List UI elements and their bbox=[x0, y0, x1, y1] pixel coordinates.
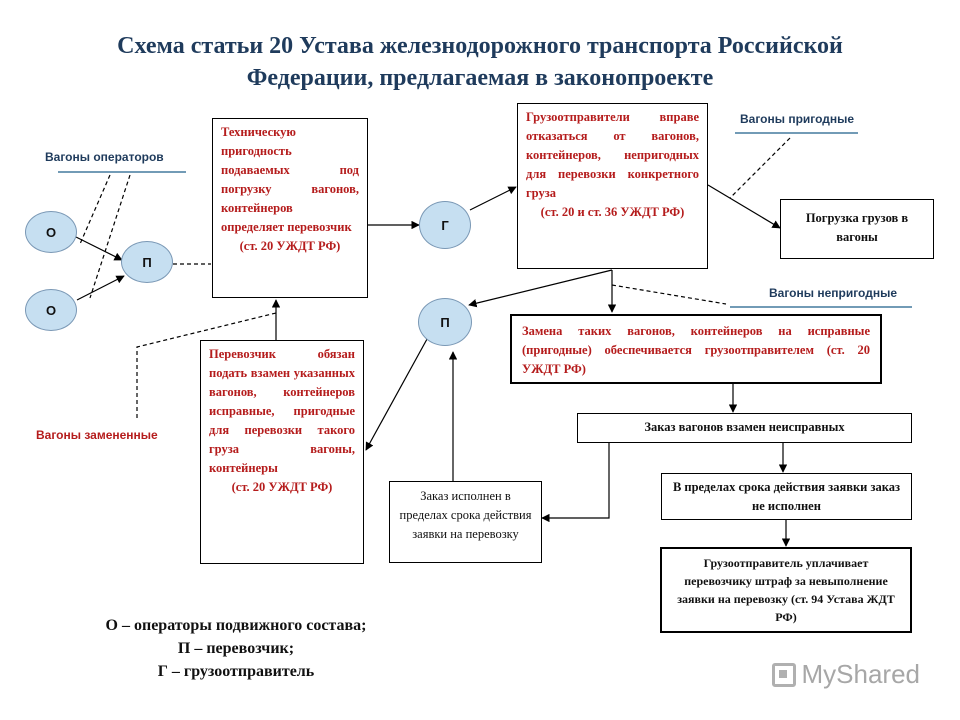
dash-suitable-to-loading bbox=[729, 137, 791, 199]
label-wagons-suitable: Вагоны пригодные bbox=[740, 112, 855, 126]
arrow-refuse-to-loading bbox=[707, 184, 781, 229]
box-technical-fitness-ref: (ст. 20 УЖДТ РФ) bbox=[239, 239, 341, 253]
box-loading-cargo: Погрузка грузов в вагоны bbox=[780, 199, 934, 259]
arrow-o2-to-p bbox=[76, 275, 125, 301]
arrow-replaced-to-tech bbox=[136, 312, 277, 418]
watermark: MyShared bbox=[771, 659, 921, 690]
box-order-not-fulfilled: В пределах срока действия заявки заказ н… bbox=[661, 473, 912, 520]
node-carrier-2: П bbox=[418, 298, 472, 346]
legend: О – операторы подвижного состава; П – пе… bbox=[66, 614, 406, 683]
dash-unsuitable-to-replacement bbox=[611, 284, 727, 305]
title-line-1: Схема статьи 20 Устава железнодорожного … bbox=[117, 33, 843, 59]
box-order-fulfilled: Заказ исполнен в пределах срока действия… bbox=[389, 481, 542, 563]
node-operator-2: О bbox=[25, 289, 77, 331]
node-shipper: Г bbox=[419, 201, 471, 249]
dash-operators-to-o1 bbox=[79, 174, 111, 245]
node-carrier-1: П bbox=[121, 241, 173, 283]
legend-operators: О – операторы подвижного состава; bbox=[105, 617, 367, 634]
arrow-shipper-to-refuse bbox=[469, 186, 517, 211]
label-wagons-replaced: Вагоны замененные bbox=[36, 428, 158, 442]
box-order-faulty-wagons: Заказ вагонов взамен неисправных bbox=[577, 413, 912, 443]
box-technical-fitness-text: Техническую пригодность подаваемых под п… bbox=[221, 125, 359, 234]
arrow-o1-to-p bbox=[75, 236, 123, 261]
box-carrier-obliged: Перевозчик обязан подать взамен указанны… bbox=[200, 340, 364, 564]
title-line-2: Федерации, предлагаемая в законопроекте bbox=[246, 65, 714, 91]
arrow-refuse-to-carrier bbox=[468, 269, 613, 308]
label-wagons-operators: Вагоны операторов bbox=[45, 150, 164, 164]
node-operator-1: О bbox=[25, 211, 77, 253]
box-fine-payment: Грузоотправитель уплачивает перевозчику … bbox=[660, 547, 912, 633]
watermark-text: MyShared bbox=[801, 659, 921, 689]
arrow-carrier2-to-obliged bbox=[365, 329, 433, 451]
box-shippers-may-refuse-text: Грузоотправители вправе отказаться от ва… bbox=[526, 110, 699, 200]
arrow-order-to-fulfilled bbox=[541, 443, 610, 523]
legend-carrier: П – перевозчик; bbox=[177, 640, 295, 657]
box-technical-fitness: Техническую пригодность подаваемых под п… bbox=[212, 118, 368, 298]
box-replacement-by-shipper: Замена таких вагонов, контейнеров на исп… bbox=[510, 314, 882, 384]
page-title: Схема статьи 20 Устава железнодорожного … bbox=[40, 30, 920, 94]
box-shippers-may-refuse: Грузоотправители вправе отказаться от ва… bbox=[517, 103, 708, 269]
box-carrier-obliged-text: Перевозчик обязан подать взамен указанны… bbox=[209, 347, 355, 475]
box-shippers-may-refuse-ref: (ст. 20 и ст. 36 УЖДТ РФ) bbox=[540, 205, 685, 219]
legend-shipper: Г – грузоотправитель bbox=[157, 663, 315, 680]
myshared-logo-icon bbox=[771, 662, 796, 687]
label-wagons-unsuitable: Вагоны непригодные bbox=[769, 286, 898, 300]
box-carrier-obliged-ref: (ст. 20 УЖДТ РФ) bbox=[231, 480, 333, 494]
dash-operators-to-o2 bbox=[89, 174, 131, 299]
